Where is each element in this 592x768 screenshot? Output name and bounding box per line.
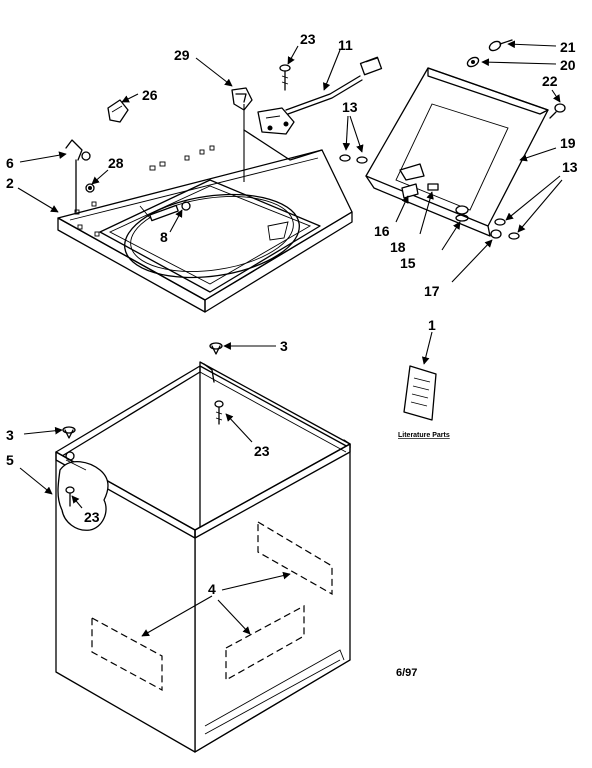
- callout-17: 17: [424, 283, 440, 299]
- lid-bumper-17: [490, 229, 502, 239]
- callout-11: 11: [338, 37, 353, 53]
- lid-bumper-15: [455, 205, 469, 222]
- lid-washer-20: [466, 56, 480, 68]
- lid-screw-22: [549, 103, 566, 119]
- callout-28: 28: [108, 155, 124, 171]
- callout-20: 20: [560, 57, 576, 73]
- lid-hinge-26: [107, 99, 129, 123]
- clip-3-upper: [209, 342, 223, 355]
- lid-spring-18: [427, 183, 439, 191]
- literature-parts-booklet: [403, 365, 437, 421]
- lid-switch-assembly: [231, 87, 295, 135]
- harness-guide: [243, 129, 323, 161]
- screws-13-right: [494, 218, 520, 240]
- callout-23-mid: 23: [254, 443, 270, 459]
- wire-harness: [285, 56, 383, 115]
- top-panel: [57, 145, 353, 313]
- callout-numbers: 29 23 11 26 6 28 2 8 21 20 22 13 19 13 1…: [6, 31, 578, 597]
- callout-13-right: 13: [562, 159, 578, 175]
- callout-22: 22: [542, 73, 558, 89]
- callout-16: 16: [374, 223, 390, 239]
- top-panel-holes: [74, 145, 215, 237]
- cabinet: [55, 361, 351, 753]
- bracket-8: [149, 201, 191, 222]
- leader-lines: [17, 40, 563, 637]
- screw-23-mid: [214, 400, 224, 425]
- callout-26: 26: [142, 87, 158, 103]
- callout-1: 1: [428, 317, 436, 333]
- callout-23-top: 23: [300, 31, 316, 47]
- callout-21: 21: [560, 39, 576, 55]
- grommet-28: [85, 183, 95, 193]
- callout-4: 4: [208, 581, 216, 597]
- screw-23-top: [279, 64, 291, 91]
- callout-29: 29: [174, 47, 190, 63]
- callout-2: 2: [6, 175, 14, 191]
- callout-18: 18: [390, 239, 406, 255]
- callout-19: 19: [560, 135, 576, 151]
- callout-3-left: 3: [6, 427, 14, 443]
- revision-date: 6/97: [396, 667, 417, 679]
- hinge-clip-6: [65, 139, 91, 213]
- callout-23-low: 23: [84, 509, 100, 525]
- lid-opening: [99, 179, 321, 293]
- literature-parts-label: Literature Parts: [398, 432, 450, 439]
- callout-5: 5: [6, 452, 14, 468]
- cabinet-cutaway: [57, 451, 109, 531]
- callout-3-upper: 3: [280, 338, 288, 354]
- callout-13-upper: 13: [342, 99, 358, 115]
- screws-13-upper: [339, 154, 368, 164]
- callout-8: 8: [160, 229, 168, 245]
- cabinet-access-panels-4: [91, 520, 333, 692]
- callout-15: 15: [400, 255, 416, 271]
- clip-3-left: [62, 426, 76, 439]
- callout-6: 6: [6, 155, 14, 171]
- lid-hinge-16: [401, 183, 419, 199]
- lid-screw-21: [488, 39, 513, 52]
